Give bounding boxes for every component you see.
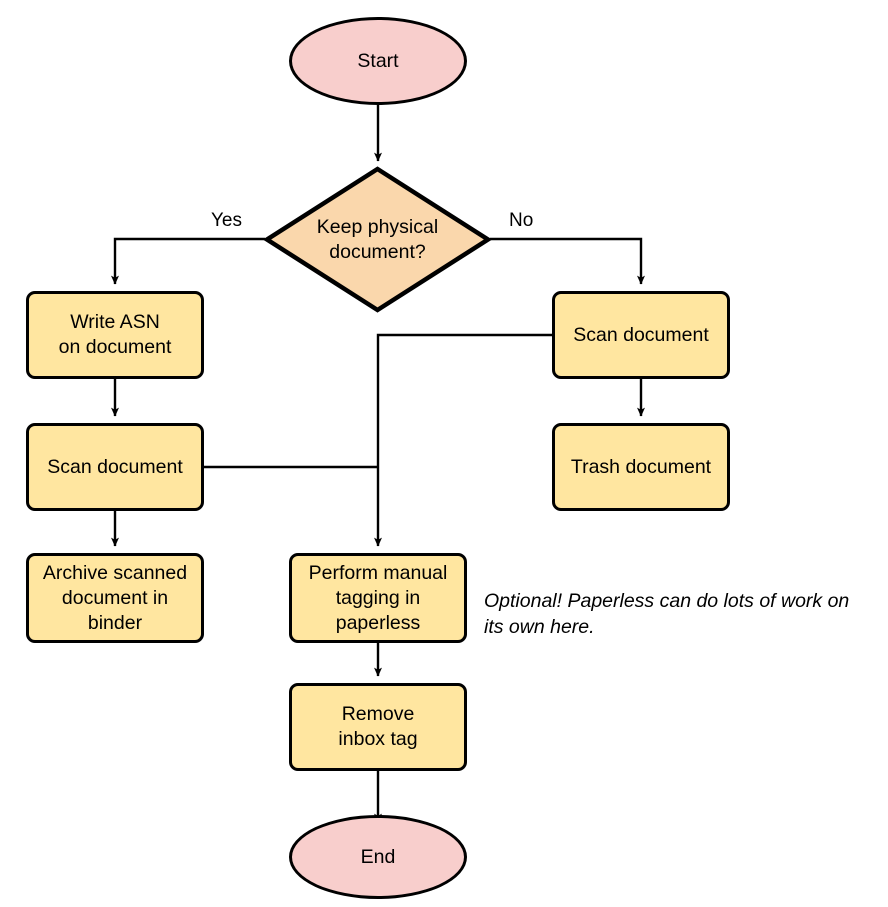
node-start-label: Start bbox=[357, 49, 399, 72]
node-archive-scanned-document-in-binder[interactable]: Archive scanned document in binder bbox=[26, 553, 204, 643]
node-write-asn-on-document[interactable]: Write ASN on document bbox=[26, 291, 204, 379]
node-trash-document-label: Trash document bbox=[570, 455, 712, 478]
node-scan-document-right[interactable]: Scan document bbox=[552, 291, 730, 379]
node-scan-document-left-label: Scan document bbox=[47, 455, 183, 478]
edge-scan-right-to-manual-tagging bbox=[374, 333, 552, 547]
node-decision-label: Keep physical document? bbox=[316, 215, 439, 263]
edge-decision-no-to-scan-right bbox=[490, 237, 645, 285]
node-remove-inbox-tag[interactable]: Remove inbox tag bbox=[289, 683, 467, 771]
node-decision-keep-physical-document[interactable]: Keep physical document? bbox=[263, 165, 492, 314]
edge-decision-yes-to-write-asn bbox=[111, 237, 265, 285]
node-end[interactable]: End bbox=[289, 815, 467, 899]
annotation-optional-note: Optional! Paperless can do lots of work … bbox=[484, 590, 850, 638]
node-scan-document-right-label: Scan document bbox=[573, 323, 709, 346]
node-end-label: End bbox=[360, 845, 396, 868]
node-perform-manual-tagging[interactable]: Perform manual tagging in paperless bbox=[289, 553, 467, 643]
edge-label-yes: Yes bbox=[211, 210, 242, 231]
node-scan-document-left[interactable]: Scan document bbox=[26, 423, 204, 511]
node-start[interactable]: Start bbox=[289, 17, 467, 105]
node-trash-document[interactable]: Trash document bbox=[552, 423, 730, 511]
edge-label-no: No bbox=[509, 210, 534, 231]
node-perform-manual-tagging-label: Perform manual tagging in paperless bbox=[308, 561, 448, 634]
node-archive-label: Archive scanned document in binder bbox=[42, 561, 188, 634]
diamond-shape bbox=[263, 166, 492, 313]
node-remove-inbox-tag-label: Remove inbox tag bbox=[338, 703, 418, 750]
node-write-asn-label: Write ASN on document bbox=[58, 311, 172, 358]
